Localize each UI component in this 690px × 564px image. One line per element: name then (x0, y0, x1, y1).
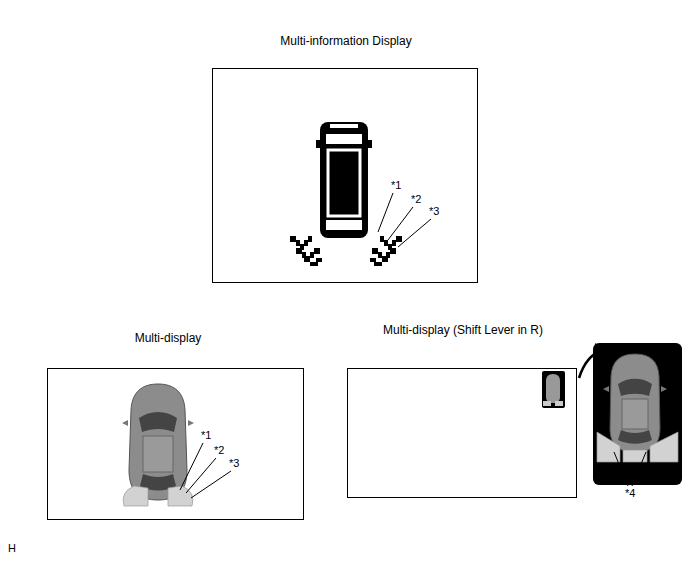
leader-line (180, 443, 231, 498)
screen-panel (593, 343, 682, 485)
panel-heading: Multi-display (Shift Lever in R) (383, 323, 543, 337)
sensor-area (123, 486, 193, 506)
callout-number: *1 (201, 430, 211, 441)
leader-line (378, 193, 431, 247)
callout-number: *4 (625, 488, 635, 499)
leader-line (614, 452, 646, 486)
figure-code: H (8, 543, 16, 554)
callout-number: *3 (229, 458, 239, 469)
callout-number: *3 (429, 206, 439, 217)
callout-number: *2 (214, 445, 224, 456)
display-panel: Multi-display (Shift Lever in R) (347, 368, 577, 498)
pixel-sensor-wave (290, 236, 402, 266)
car-top-view (603, 354, 667, 452)
pixel-car (316, 122, 372, 238)
callout-number: *1 (391, 180, 401, 191)
panel-heading: Multi-information Display (280, 34, 411, 48)
panel-heading: Multi-display (135, 331, 202, 345)
sensor-area (597, 432, 678, 462)
callout-number: *2 (411, 194, 421, 205)
small-car-icon (542, 371, 565, 408)
display-panel: Multi-display (47, 368, 304, 520)
display-panel: Multi-information Display (212, 68, 478, 283)
